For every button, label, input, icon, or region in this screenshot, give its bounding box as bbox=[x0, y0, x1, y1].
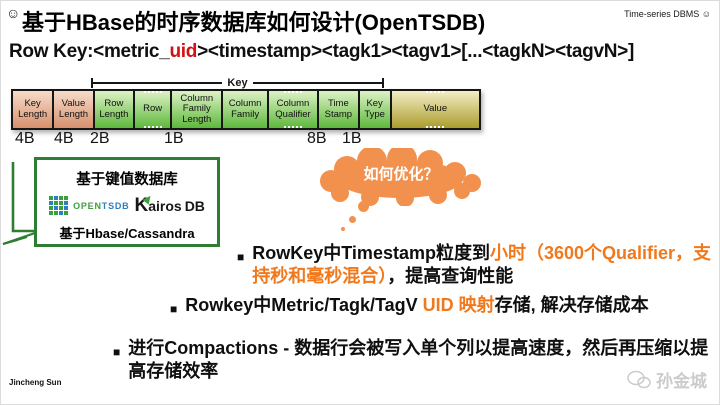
kv-cell-label: Column Family bbox=[228, 98, 262, 120]
wechat-icon bbox=[627, 370, 651, 388]
kv-box-subtitle: 基于Hbase/Cassandra bbox=[59, 226, 195, 241]
kv-cell-label: Key Type bbox=[364, 98, 385, 120]
kairos-db-text: DB bbox=[184, 197, 205, 214]
opentsdb-wordmark: OPENTSDB bbox=[73, 201, 129, 211]
byte-size-label: 1B bbox=[342, 130, 362, 147]
bullet-segment: RowKey中Timestamp粒度到 bbox=[252, 243, 490, 263]
corner-note: Time-series DBMS ☺ bbox=[624, 9, 711, 19]
kairos-k-letter: K bbox=[134, 192, 155, 215]
keyvalue-cells: Key Length Value Length Row Length Row Colum… bbox=[11, 89, 481, 130]
kv-cell-label: Time Stamp bbox=[324, 98, 353, 120]
kv-cell-column-qualifier: Column Qualifier bbox=[266, 89, 320, 130]
kv-cell-value: Value bbox=[389, 89, 481, 130]
byte-size-label: 1B bbox=[164, 130, 184, 147]
bullet-timestamp-granularity: ■ RowKey中Timestamp粒度到小时（3600个Qualifier，支持… bbox=[237, 242, 719, 288]
byte-size-label: 8B bbox=[307, 130, 327, 147]
bullet-text: 进行Compactions - 数据行会被写入单个列以提高速度，然后再压缩以提高… bbox=[128, 337, 719, 383]
smiley-icon: ☺ bbox=[6, 5, 21, 21]
bullet-marker-icon: ■ bbox=[113, 345, 121, 359]
key-bracket: Key bbox=[91, 77, 384, 89]
kv-cell-label: Row bbox=[143, 103, 163, 115]
thought-bubble-cloud bbox=[320, 148, 481, 206]
bullet-segment: 小时（3600个Qualifier，支持秒和毫秒混合） bbox=[252, 243, 712, 286]
bracket-left-tick bbox=[91, 78, 93, 88]
bullet-segment: Rowkey中Metric/Tagk/TagV bbox=[185, 295, 423, 315]
bullet-uid-mapping: ■ Rowkey中Metric/Tagk/TagV UID 映射存储, 解决存储成… bbox=[170, 294, 715, 321]
bullet-marker-icon: ■ bbox=[237, 250, 245, 264]
kv-cell-row: Row bbox=[133, 89, 173, 130]
bracket-line bbox=[93, 82, 223, 84]
bubble-dot bbox=[358, 201, 369, 212]
kv-cell-label: Column Qualifier bbox=[275, 98, 311, 120]
bracket-line bbox=[252, 82, 382, 84]
bullet-text: RowKey中Timestamp粒度到小时（3600个Qualifier，支持秒… bbox=[252, 242, 719, 288]
bubble-dot bbox=[349, 216, 356, 223]
bracket-label: Key bbox=[227, 77, 248, 89]
bullet-segment: UID 映射 bbox=[422, 295, 495, 315]
rowkey-definition: Row Key:<metric_uid><timestamp><tagk1><t… bbox=[9, 41, 634, 63]
kv-cell-label: Column Family Length bbox=[180, 93, 214, 125]
green-arrow-icon bbox=[2, 162, 36, 246]
rowkey-prefix: Row Key:<metric_ bbox=[9, 41, 170, 62]
kv-cell-label: Row Length bbox=[99, 98, 129, 120]
bullet-marker-icon: ■ bbox=[170, 302, 178, 316]
size-labels: 4B 4B 2B 1B 8B 1B bbox=[1, 130, 481, 150]
kv-cell-key-length: Key Length bbox=[11, 89, 55, 130]
kv-cell-label: Value bbox=[423, 103, 448, 115]
kairos-rest-text: airos bbox=[148, 197, 182, 214]
kv-cell-value-length: Value Length bbox=[52, 89, 95, 130]
rowkey-suffix: ><timestamp><tagk1><tagv1>[...<tagkN><ta… bbox=[197, 41, 634, 62]
kv-cell-time-stamp: Time Stamp bbox=[317, 89, 360, 130]
byte-size-label: 4B bbox=[54, 130, 74, 147]
bullet-segment: 存储, 解决存储成本 bbox=[494, 295, 649, 315]
watermark: 孙金城 bbox=[626, 367, 707, 392]
bracket-right-tick bbox=[382, 78, 384, 88]
page-title: 基于HBase的时序数据库如何设计(OpenTSDB) bbox=[22, 10, 486, 35]
kv-cell-column-family: Column Family bbox=[221, 89, 269, 130]
rowkey-uid-highlight: uid bbox=[169, 41, 198, 62]
kv-cell-label: Key Length bbox=[18, 98, 48, 120]
bullet-text: Rowkey中Metric/Tagk/TagV UID 映射存储, 解决存储成本 bbox=[185, 294, 648, 321]
byte-size-label: 2B bbox=[90, 130, 110, 147]
kv-cell-key-type: Key Type bbox=[357, 89, 392, 130]
watermark-text: 孙金城 bbox=[656, 372, 707, 391]
kv-cell-label: Value Length bbox=[58, 98, 88, 120]
kv-box-title: 基于键值数据库 bbox=[76, 172, 178, 188]
opentsdb-logo-icon bbox=[49, 196, 69, 215]
bubble-dot bbox=[341, 227, 345, 231]
thought-bubble-text: 如何优化？ bbox=[363, 166, 439, 183]
bullet-segment: ，提高查询性能 bbox=[387, 266, 514, 286]
kv-cell-row-length: Row Length bbox=[92, 89, 136, 130]
opentsdb-open-text: OPEN bbox=[73, 200, 102, 211]
bullet-segment: 进行Compactions - 数据行会被写入单个列以提高速度，然后再压缩以提高… bbox=[128, 338, 709, 381]
kv-cell-column-family-length: Column Family Length bbox=[170, 89, 224, 130]
author-name: Jincheng Sun bbox=[9, 378, 62, 387]
byte-size-label: 4B bbox=[15, 130, 35, 147]
bullet-compactions: ■ 进行Compactions - 数据行会被写入单个列以提高速度，然后再压缩以提… bbox=[113, 337, 719, 383]
opentsdb-tsdb-text: TSDB bbox=[101, 200, 130, 211]
